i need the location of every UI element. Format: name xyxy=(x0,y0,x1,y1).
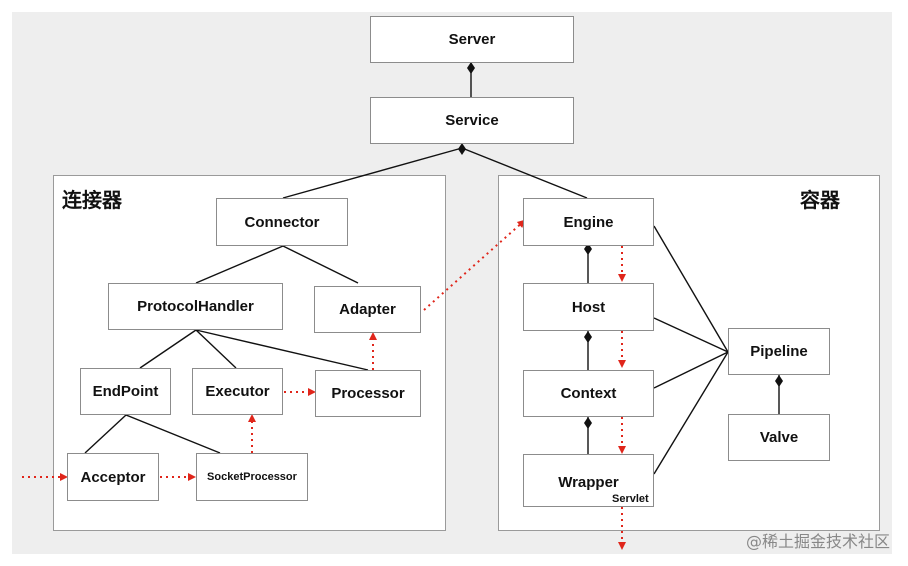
engine-pipeline-line xyxy=(653,225,729,353)
server-box: Server xyxy=(370,16,574,63)
watermark-text: @稀土掘金技术社区 xyxy=(745,532,890,551)
service-engine-line xyxy=(461,147,588,199)
protocolhandler-executor-line xyxy=(195,329,237,369)
protocolhandler-endpoint-line xyxy=(139,329,197,369)
wrapper-label: Wrapper xyxy=(558,474,619,491)
socket-processor-box: SocketProcessor xyxy=(196,453,308,501)
engine-composition-diamond xyxy=(584,243,592,255)
container-panel-title: 容器 xyxy=(800,188,840,212)
pipeline-composition-diamond xyxy=(775,375,783,387)
host-pipeline-line xyxy=(653,317,729,353)
context-box: Context xyxy=(523,370,654,417)
service-composition-diamond xyxy=(458,143,466,155)
connector-protocolhandler-line xyxy=(195,245,284,284)
protocolhandler-processor-line xyxy=(195,329,369,371)
executor-box: Executor xyxy=(192,368,283,415)
server-composition-diamond xyxy=(467,62,475,74)
connector-adapter-line xyxy=(282,245,359,284)
host-composition-diamond xyxy=(584,331,592,343)
pipeline-box: Pipeline xyxy=(728,328,830,375)
host-box: Host xyxy=(523,283,654,331)
adapter-engine-arrow xyxy=(423,219,526,311)
service-connector-line xyxy=(282,147,463,199)
protocol-handler-box: ProtocolHandler xyxy=(108,283,283,330)
engine-box: Engine xyxy=(523,198,654,246)
servlet-label: Servlet xyxy=(612,493,649,505)
endpoint-socketprocessor-line xyxy=(125,414,221,454)
connector-panel-title: 连接器 xyxy=(62,188,122,212)
processor-box: Processor xyxy=(315,370,421,417)
wrapper-pipeline-line xyxy=(653,351,729,475)
context-pipeline-line xyxy=(653,351,729,389)
context-composition-diamond xyxy=(584,417,592,429)
wrapper-box: Wrapper xyxy=(523,454,654,507)
connector-box: Connector xyxy=(216,198,348,246)
endpoint-box: EndPoint xyxy=(80,368,171,415)
acceptor-box: Acceptor xyxy=(67,453,159,501)
endpoint-acceptor-line xyxy=(84,414,127,454)
service-box: Service xyxy=(370,97,574,144)
valve-box: Valve xyxy=(728,414,830,461)
adapter-box: Adapter xyxy=(314,286,421,333)
